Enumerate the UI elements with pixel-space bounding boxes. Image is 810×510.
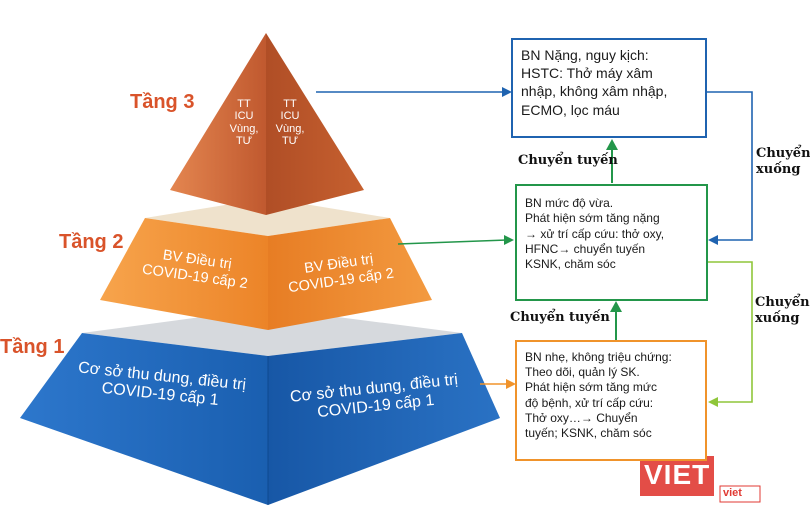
tier2-left-face [100,218,268,330]
tier1-top-surface [82,308,462,356]
tier3-left-face [170,33,266,215]
down-arrow-upper-line [706,91,753,241]
tier3-right-text: TT ICU Vùng, TƯ [275,98,305,147]
moderate-care-box: BN mức độ vừa. Phát hiện sớm tăng nặng →… [515,184,708,301]
tier2-connector [397,239,508,245]
tier1-label: Tầng 1 [0,336,65,358]
watermark-badge: viet [723,487,742,499]
transfer-up-upper-label: Chuyển tuyến [518,153,618,168]
up-arrow-lower-head [610,301,622,312]
transfer-down-upper-label: Chuyển xuống [756,146,810,178]
transfer-down-lower-label: Chuyển xuống [755,295,810,327]
tier1-right-face [268,333,500,505]
mild-care-box: BN nhẹ, không triệu chứng: Theo dõi, quả… [515,340,707,461]
tier2-label: Tầng 2 [59,231,124,253]
down-arrow-lower-line [708,261,753,403]
tier3-left-text: TT ICU Vùng, TƯ [229,98,259,147]
tier1-left-face [20,333,268,505]
tier2-right-face [268,218,432,330]
tier3-right-face [266,33,364,215]
watermark-logo: VIET [644,459,711,490]
up-arrow-upper-head [606,139,618,150]
critical-care-box: BN Nặng, nguy kịch: HSTC: Thở máy xâm nh… [511,38,707,138]
down-arrow-upper-head [708,235,718,245]
watermark-block [640,456,714,496]
transfer-up-lower-label: Chuyển tuyến [510,310,610,325]
down-arrow-lower-head [708,397,718,407]
tier2-top-surface [145,198,390,236]
tier3-label: Tầng 3 [130,91,195,113]
